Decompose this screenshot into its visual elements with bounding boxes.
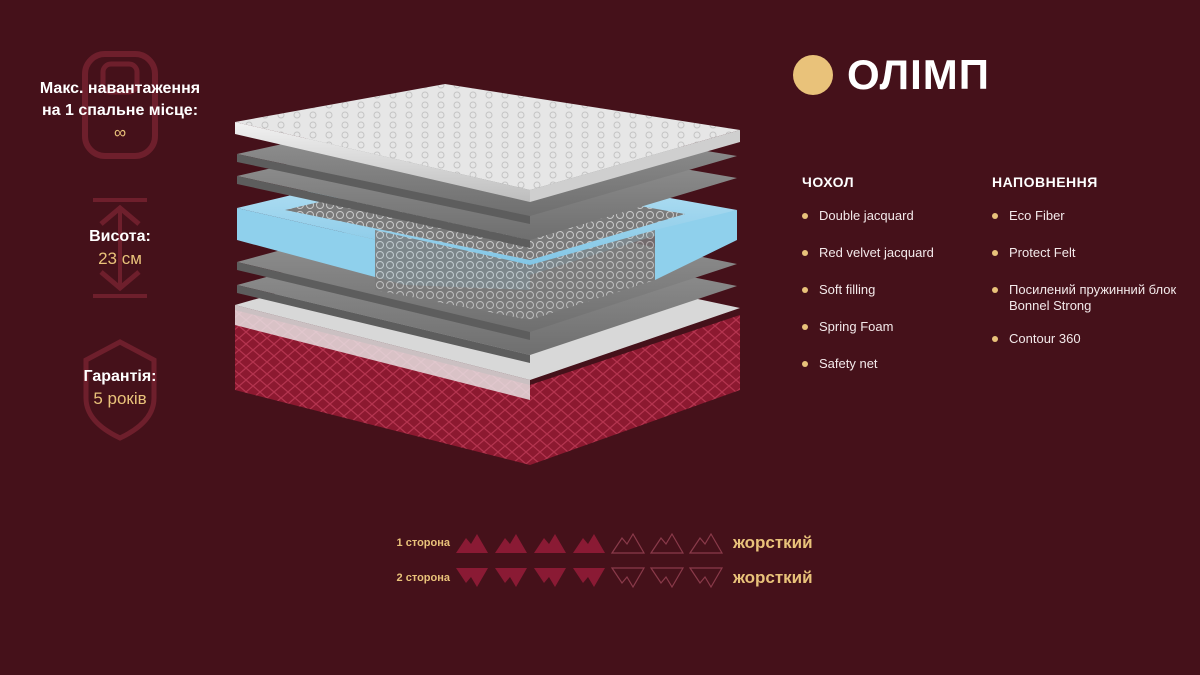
spec-load: Макс. навантаження на 1 спальне місце: ∞ — [20, 51, 220, 159]
brand-dot-icon — [793, 55, 833, 95]
list-item: Red velvet jacquard — [802, 245, 982, 261]
spec-load-label-2: на 1 спальне місце: — [41, 102, 199, 119]
brand-logo: ОЛІМП — [793, 51, 990, 98]
list-item: Spring Foam — [802, 319, 982, 335]
list-item: Double jacquard — [802, 208, 982, 224]
hardness-side-2: 2 сторона жорсткий — [380, 563, 813, 593]
brand-name: ОЛІМП — [847, 51, 990, 98]
weight-icon — [82, 51, 158, 159]
height-arrows-icon — [93, 198, 147, 298]
hardness-side-1-label: 1 сторона — [396, 537, 450, 549]
list-item: Eco Fiber — [992, 208, 1192, 224]
hardness-filled-mountain-icon — [494, 568, 527, 587]
hardness-filled-mountain-icon — [455, 534, 488, 553]
hardness-empty-mountain-icon — [688, 567, 723, 589]
hardness-empty-mountain-icon — [649, 567, 684, 589]
hardness-empty-mountain-icon — [688, 532, 723, 554]
filling-column: НАПОВНЕННЯ Eco Fiber Protect Felt Посиле… — [992, 174, 1192, 347]
hardness-filled-mountain-icon — [455, 568, 488, 587]
hardness-side-2-word: жорсткий — [733, 568, 813, 587]
spec-load-label-1: Макс. навантаження — [39, 80, 201, 97]
filling-title: НАПОВНЕННЯ — [992, 174, 1098, 190]
list-item: Contour 360 — [992, 331, 1192, 347]
hardness-empty-mountain-icon — [610, 567, 645, 589]
hardness-side-2-scale — [452, 565, 725, 591]
shield-icon — [83, 339, 157, 441]
spec-warranty: Гарантія: 5 років — [20, 339, 220, 441]
cover-list: Double jacquard Red velvet jacquard Soft… — [802, 208, 982, 372]
hardness-side-1: 1 сторона жорсткий — [380, 528, 813, 558]
hardness-filled-mountain-icon — [533, 534, 566, 553]
list-item: Посилений пружинний блок Bonnel Strong — [992, 282, 1192, 314]
hardness-empty-mountain-icon — [610, 532, 645, 554]
spec-warranty-label: Гарантія: — [83, 368, 157, 385]
list-item: Safety net — [802, 356, 982, 372]
hardness-filled-mountain-icon — [533, 568, 566, 587]
list-item: Protect Felt — [992, 245, 1192, 261]
spec-height-label: Висота: — [89, 228, 151, 245]
hardness-side-2-label: 2 сторона — [396, 572, 450, 584]
spec-height-value: 23 см — [98, 249, 142, 268]
hardness-filled-mountain-icon — [572, 534, 605, 553]
cover-column: ЧОХОЛ Double jacquard Red velvet jacquar… — [802, 174, 982, 372]
hardness-filled-mountain-icon — [494, 534, 527, 553]
spec-warranty-value: 5 років — [93, 389, 147, 408]
hardness-side-1-word: жорсткий — [733, 533, 813, 552]
spec-height: Висота: 23 см — [20, 198, 220, 298]
spec-load-value: ∞ — [113, 123, 127, 142]
hardness-filled-mountain-icon — [572, 568, 605, 587]
hardness-side-1-scale — [452, 530, 725, 556]
cover-title: ЧОХОЛ — [802, 174, 855, 190]
mattress-layers-illustration — [235, 84, 740, 465]
list-item: Soft filling — [802, 282, 982, 298]
hardness-empty-mountain-icon — [649, 532, 684, 554]
filling-list: Eco Fiber Protect Felt Посилений пружинн… — [992, 208, 1192, 347]
